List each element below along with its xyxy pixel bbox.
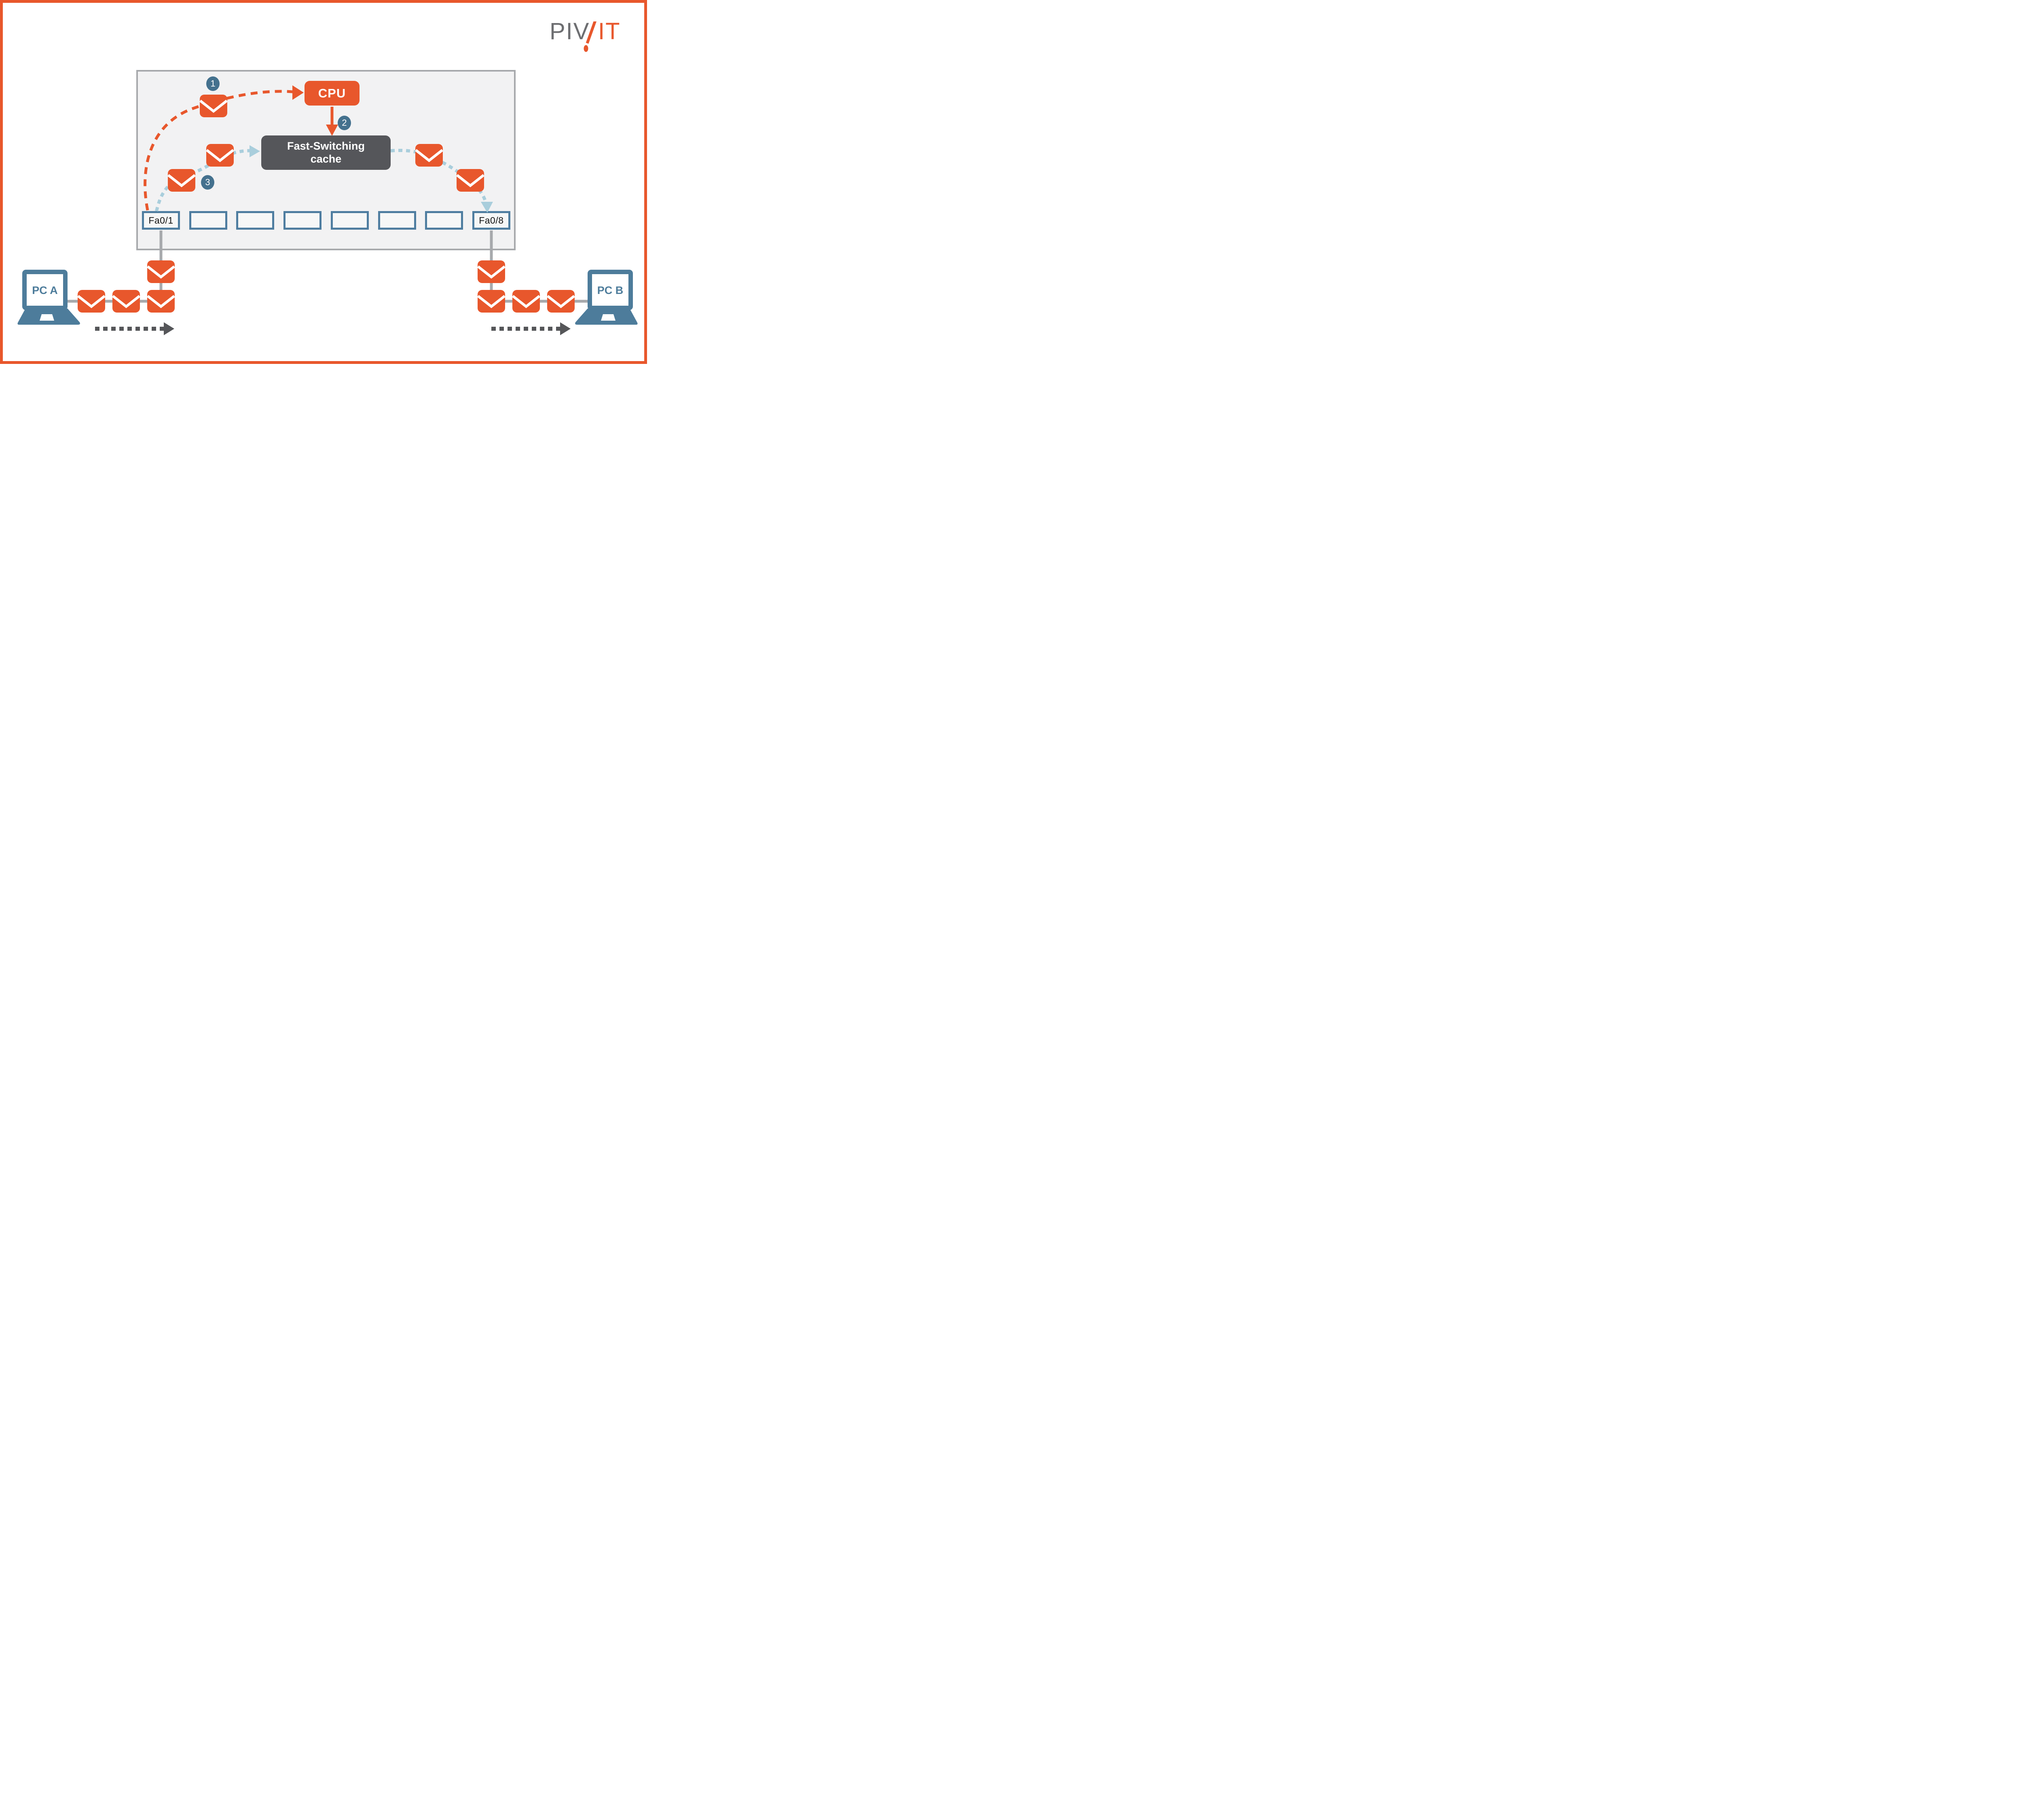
logo-dot	[584, 45, 588, 52]
pc-a-laptop-screen	[27, 274, 63, 306]
logo-slash	[586, 21, 597, 44]
switch-port-5	[330, 211, 369, 230]
cache-label-line2: cache	[310, 152, 342, 165]
fast-switching-cache-box: Fast-Switching cache	[261, 135, 391, 170]
packet-envelope-icon	[199, 95, 228, 117]
step-badge-3: 3	[201, 175, 214, 190]
switch-port-4	[283, 211, 322, 230]
packet-envelope-icon	[415, 144, 444, 167]
packet-envelope-icon	[546, 290, 575, 313]
logo-text-gray: PIV	[550, 21, 590, 44]
switch-port-7	[425, 211, 463, 230]
pc-a-trackpad	[40, 314, 54, 321]
pivit-logo: PIV IT	[550, 21, 621, 52]
packet-envelope-icon	[477, 260, 506, 283]
cache-label-line1: Fast-Switching	[287, 140, 365, 152]
port-label: Fa0/8	[479, 215, 504, 226]
step-1-label: 1	[210, 78, 216, 89]
pc-b-laptop-screen	[592, 274, 628, 306]
flow-arrow-left-head	[164, 322, 174, 335]
cpu-box: CPU	[305, 81, 360, 106]
step-2-label: 2	[342, 118, 347, 128]
step-3-label: 3	[205, 177, 210, 187]
packet-envelope-icon	[77, 290, 106, 313]
port-label: Fa0/1	[148, 215, 173, 226]
cpu-label: CPU	[318, 86, 346, 100]
switch-port-6	[378, 211, 416, 230]
step-badge-1: 1	[206, 76, 220, 91]
packet-envelope-icon	[205, 144, 235, 167]
pc-a-label: PC A	[32, 284, 58, 296]
packet-envelope-icon	[456, 169, 485, 192]
switch-port-1: Fa0/1	[142, 211, 180, 230]
packet-envelope-icon	[146, 260, 176, 283]
switch-port-8: Fa0/8	[472, 211, 510, 230]
packet-envelope-icon	[146, 290, 176, 313]
switch-port-3	[236, 211, 275, 230]
flow-arrow-right-head	[560, 322, 571, 335]
step-badge-2: 2	[338, 116, 351, 130]
packet-envelope-icon	[477, 290, 506, 313]
packet-envelope-icon	[167, 169, 196, 192]
pc-b-laptop-icon: PC B	[575, 270, 638, 325]
pc-a-laptop-icon: PC A	[17, 270, 80, 325]
pc-b-label: PC B	[597, 284, 624, 296]
switch-port-2	[189, 211, 227, 230]
logo-text-orange: IT	[598, 21, 621, 44]
packet-envelope-icon	[112, 290, 141, 313]
packet-envelope-icon	[512, 290, 541, 313]
pc-b-trackpad	[601, 314, 615, 321]
